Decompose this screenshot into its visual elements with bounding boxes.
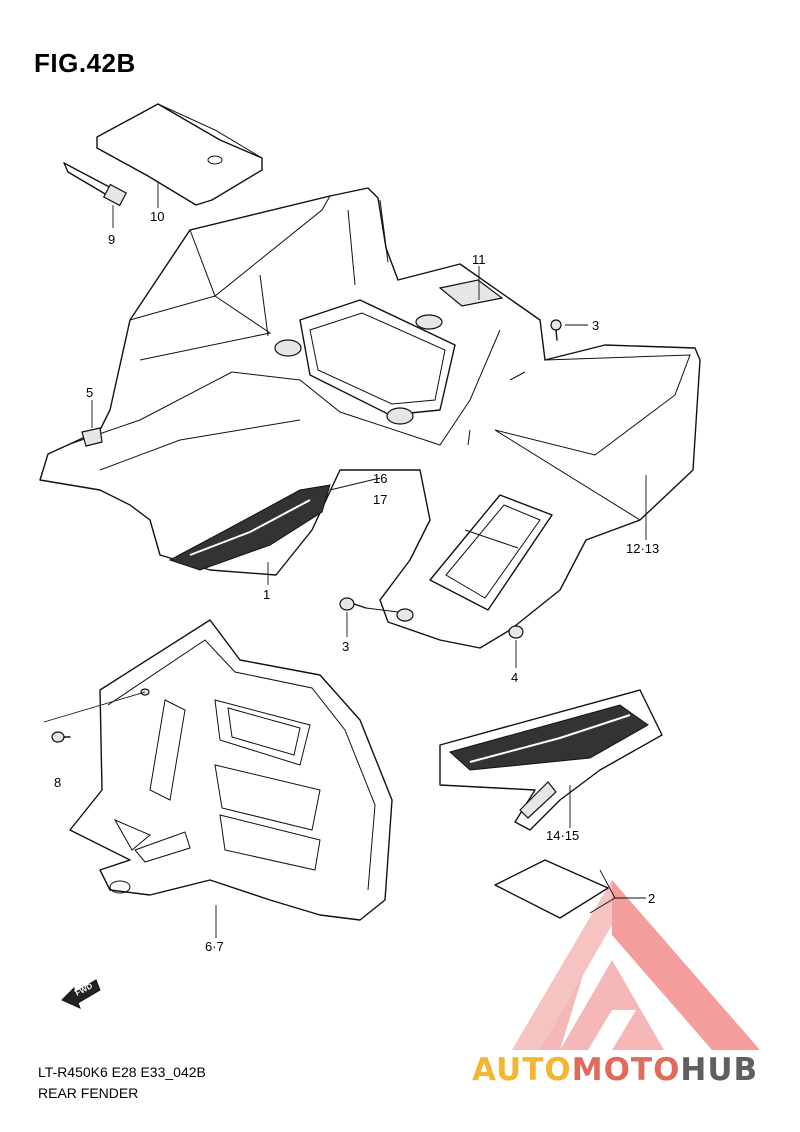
brand-hub-text: HUB bbox=[680, 1052, 758, 1088]
part-3-screw-upper bbox=[550, 319, 562, 341]
part-2-label bbox=[494, 859, 609, 919]
callout-11: 11 bbox=[472, 252, 486, 267]
callout-1: 1 bbox=[263, 587, 270, 602]
part-5-clip bbox=[81, 400, 103, 447]
leader-lines bbox=[112, 182, 647, 938]
brand-auto: AUTOMOTOHUB bbox=[472, 1052, 758, 1088]
brand-auto-text: AUTO bbox=[472, 1052, 572, 1088]
callout-6-7: 6·7 bbox=[205, 939, 224, 954]
callout-4: 4 bbox=[511, 670, 518, 685]
part-4-nut bbox=[508, 625, 524, 639]
callout-8: 8 bbox=[54, 775, 61, 790]
figure-title: FIG.42B bbox=[34, 48, 136, 78]
callout-14-15: 14·15 bbox=[546, 828, 579, 843]
part-3-screw-lower bbox=[339, 597, 399, 613]
triangle-logo-icon bbox=[512, 880, 760, 1050]
part-6-7-mud-guard bbox=[69, 619, 393, 921]
section-name: REAR FENDER bbox=[38, 1085, 139, 1101]
watermark-brand: AUTOMOTOHUB bbox=[472, 1052, 758, 1088]
part-10-cover bbox=[96, 103, 263, 206]
callout-16: 16 bbox=[373, 471, 387, 486]
brand-moto-text: MOTO bbox=[572, 1052, 681, 1088]
fwd-arrow-icon: FWD bbox=[61, 979, 101, 1009]
callout-12-13: 12·13 bbox=[626, 541, 659, 556]
callout-17: 17 bbox=[373, 492, 387, 507]
rear-fender-body bbox=[39, 187, 701, 649]
model-code: LT-R450K6 E28 E33_042B bbox=[38, 1064, 206, 1080]
callout-labels: 10 9 11 3 5 16 17 12·13 1 3 4 8 14·15 2 … bbox=[54, 209, 659, 954]
part-8-screw bbox=[43, 691, 146, 743]
callout-3-upper: 3 bbox=[592, 318, 599, 333]
callout-2: 2 bbox=[648, 891, 655, 906]
callout-9: 9 bbox=[108, 232, 115, 247]
callout-3-lower: 3 bbox=[342, 639, 349, 654]
part-9-clip bbox=[63, 162, 128, 207]
callout-5: 5 bbox=[86, 385, 93, 400]
part-14-15-decal bbox=[439, 689, 663, 831]
callout-10: 10 bbox=[150, 209, 164, 224]
